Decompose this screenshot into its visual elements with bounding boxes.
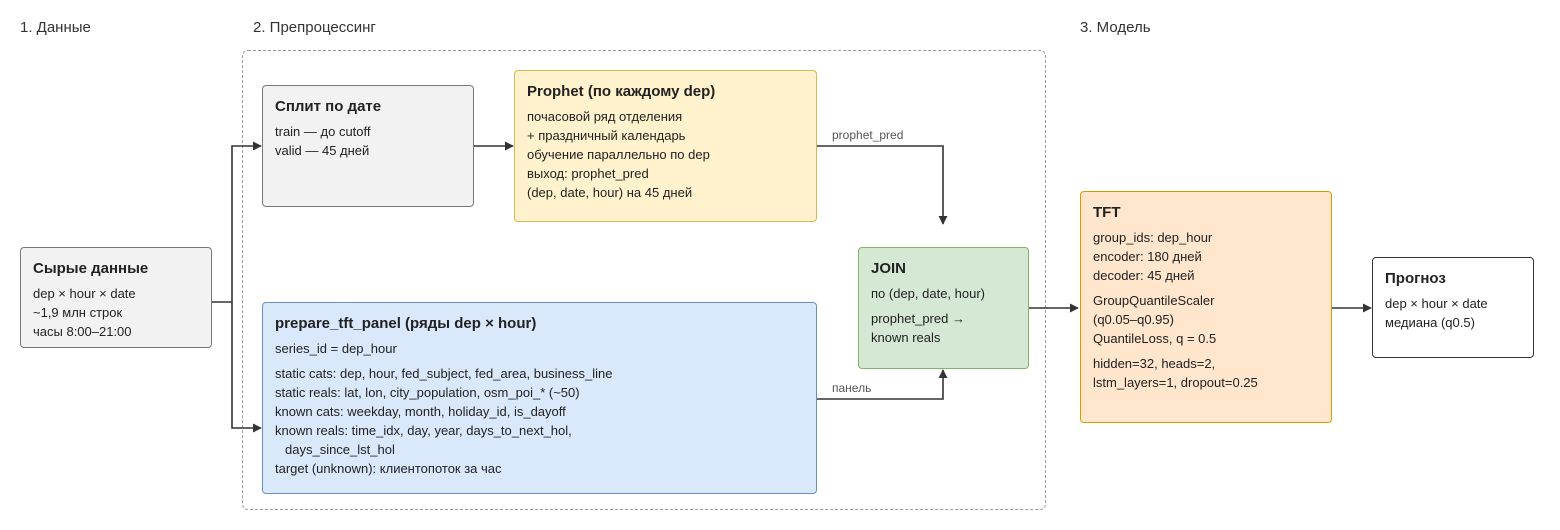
edge-panel-to-join	[817, 369, 948, 400]
raw-data-line: dep × hour × date	[33, 286, 136, 301]
prophet-title: Prophet (по каждому dep)	[527, 83, 716, 100]
prophet-line: выход: prophet_pred	[527, 166, 649, 181]
tft-model-box: TFT group_ids: dep_hour encoder: 180 дне…	[1080, 191, 1332, 423]
join-title: JOIN	[871, 260, 907, 277]
preprocessing-container	[242, 50, 1046, 510]
tft-panel-line: days_since_lst_hol	[285, 442, 395, 457]
forecast-box: Прогноз dep × hour × date медиана (q0.5)	[1372, 257, 1534, 358]
tft-panel-line: target (unknown): клиентопоток за час	[275, 461, 502, 476]
split-box: Сплит по дате train — до cutoff valid — …	[262, 85, 474, 207]
tft-panel-line: series_id = dep_hour	[275, 341, 397, 356]
edge-label-prophet-pred: prophet_pred	[832, 128, 904, 142]
raw-data-line: часы 8:00–21:00	[33, 324, 132, 339]
tft-panel-box: prepare_tft_panel (ряды dep × hour) seri…	[262, 302, 817, 494]
edge-raw-to-split	[212, 141, 262, 303]
tft-panel-line: static reals: lat, lon, city_population,…	[275, 385, 580, 400]
edge-label-panel: панель	[832, 381, 872, 395]
prophet-line: почасовой ряд отделения	[527, 109, 683, 124]
tft-panel-line: known cats: weekday, month, holiday_id, …	[275, 404, 566, 419]
forecast-line: медиана (q0.5)	[1385, 315, 1475, 330]
join-line: prophet_pred →	[871, 311, 965, 326]
split-line: valid — 45 дней	[275, 143, 370, 158]
join-line: по (dep, date, hour)	[871, 286, 985, 301]
section-title-preprocessing: 2. Препроцессинг	[253, 19, 376, 36]
tft-model-line: hidden=32, heads=2,	[1093, 356, 1216, 371]
forecast-line: dep × hour × date	[1385, 296, 1488, 311]
tft-panel-line: known reals: time_idx, day, year, days_t…	[275, 423, 572, 438]
raw-data-line: ~1,9 млн строк	[33, 305, 123, 320]
section-title-data: 1. Данные	[20, 19, 91, 36]
join-box: JOIN по (dep, date, hour) prophet_pred →…	[858, 247, 1029, 369]
edge-raw-to-panel	[231, 302, 262, 433]
join-line: known reals	[871, 330, 941, 345]
tft-panel-title: prepare_tft_panel (ряды dep × hour)	[275, 315, 537, 332]
edge-prophet-to-join	[817, 145, 948, 225]
tft-model-line: GroupQuantileScaler	[1093, 293, 1215, 308]
prophet-line: (dep, date, hour) на 45 дней	[527, 185, 693, 200]
split-title: Сплит по дате	[275, 98, 382, 115]
prophet-line: обучение параллельно по dep	[527, 147, 710, 162]
prophet-box: Prophet (по каждому dep) почасовой ряд о…	[514, 70, 817, 222]
split-line: train — до cutoff	[275, 124, 371, 139]
tft-model-line: decoder: 45 дней	[1093, 268, 1195, 283]
tft-model-title: TFT	[1093, 204, 1121, 221]
tft-model-line: group_ids: dep_hour	[1093, 230, 1213, 245]
prophet-line: + праздничный календарь	[527, 128, 686, 143]
tft-model-line: QuantileLoss, q = 0.5	[1093, 331, 1217, 346]
tft-model-line: lstm_layers=1, dropout=0.25	[1093, 375, 1258, 390]
raw-data-title: Сырые данные	[33, 260, 149, 277]
tft-panel-line: static cats: dep, hour, fed_subject, fed…	[275, 366, 613, 381]
tft-model-line: (q0.05–q0.95)	[1093, 312, 1174, 327]
section-title-model: 3. Модель	[1080, 19, 1151, 36]
forecast-title: Прогноз	[1385, 270, 1446, 287]
raw-data-box: Сырые данные dep × hour × date ~1,9 млн …	[20, 247, 212, 348]
tft-model-line: encoder: 180 дней	[1093, 249, 1202, 264]
